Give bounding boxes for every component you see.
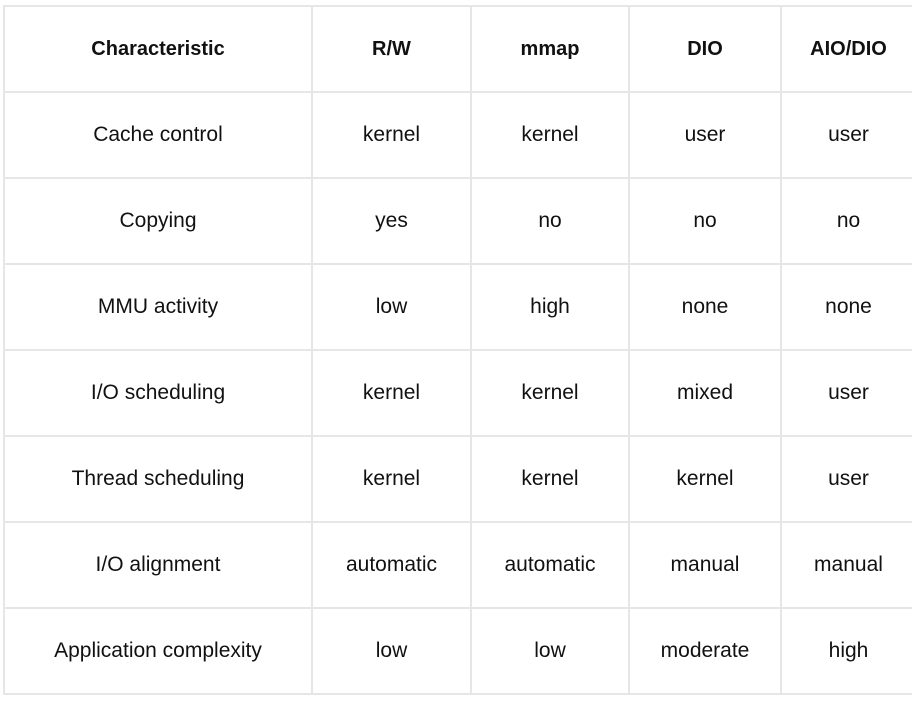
table-cell: automatic <box>470 521 630 609</box>
header-characteristic: Characteristic <box>3 5 313 93</box>
table-cell: no <box>470 177 630 265</box>
table-cell: kernel <box>311 435 472 523</box>
table-cell: none <box>628 263 782 351</box>
header-rw: R/W <box>311 5 472 93</box>
row-label: I/O alignment <box>3 521 313 609</box>
table-cell: low <box>311 607 472 695</box>
table-cell: no <box>628 177 782 265</box>
table-cell: kernel <box>311 349 472 437</box>
table-cell: high <box>470 263 630 351</box>
header-mmap: mmap <box>470 5 630 93</box>
row-label: I/O scheduling <box>3 349 313 437</box>
table-cell: user <box>628 91 782 179</box>
row-label: Application complexity <box>3 607 313 695</box>
table-row: MMU activity low high none none <box>3 263 912 351</box>
table-cell: user <box>780 349 912 437</box>
table-row: Application complexity low low moderate … <box>3 607 912 695</box>
table-row: I/O alignment automatic automatic manual… <box>3 521 912 609</box>
table-row: Thread scheduling kernel kernel kernel u… <box>3 435 912 523</box>
table-cell: kernel <box>628 435 782 523</box>
row-label: Copying <box>3 177 313 265</box>
table-row: Cache control kernel kernel user user <box>3 91 912 179</box>
table-row: Copying yes no no no <box>3 177 912 265</box>
table-row: I/O scheduling kernel kernel mixed user <box>3 349 912 437</box>
table-header-row: Characteristic R/W mmap DIO AIO/DIO <box>3 5 912 93</box>
table-cell: user <box>780 91 912 179</box>
table-cell: automatic <box>311 521 472 609</box>
header-aio-dio: AIO/DIO <box>780 5 912 93</box>
table-cell: kernel <box>311 91 472 179</box>
header-dio: DIO <box>628 5 782 93</box>
row-label: Thread scheduling <box>3 435 313 523</box>
row-label: MMU activity <box>3 263 313 351</box>
table-cell: kernel <box>470 91 630 179</box>
table-cell: manual <box>780 521 912 609</box>
table-cell: no <box>780 177 912 265</box>
table-cell: user <box>780 435 912 523</box>
table-cell: high <box>780 607 912 695</box>
table-cell: low <box>470 607 630 695</box>
table-cell: yes <box>311 177 472 265</box>
row-label: Cache control <box>3 91 313 179</box>
comparison-table: Characteristic R/W mmap DIO AIO/DIO Cach… <box>3 5 912 695</box>
table-cell: low <box>311 263 472 351</box>
table-cell: kernel <box>470 435 630 523</box>
table-cell: mixed <box>628 349 782 437</box>
table-cell: none <box>780 263 912 351</box>
table-cell: kernel <box>470 349 630 437</box>
table-cell: moderate <box>628 607 782 695</box>
table-cell: manual <box>628 521 782 609</box>
